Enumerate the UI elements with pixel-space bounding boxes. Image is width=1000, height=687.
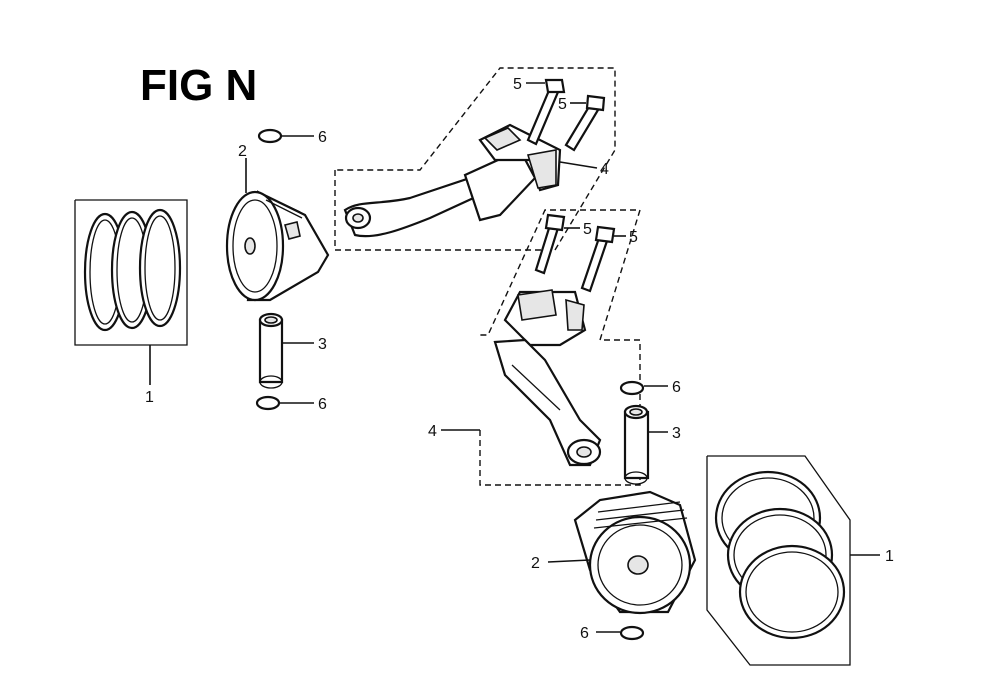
piston-pin-clip-right-top: [619, 380, 668, 396]
callout-clip-right-bottom: 6: [580, 625, 589, 642]
callout-bolt-middle-b: 5: [629, 229, 638, 246]
callout-clip-left-bottom: 6: [318, 396, 327, 413]
callout-bolt-top-a: 5: [513, 76, 522, 93]
piston-right: [547, 490, 697, 615]
rod-bolt-top-a: [526, 78, 566, 146]
callout-rod-top: 4: [600, 161, 609, 178]
figure-title: FIG N: [140, 61, 257, 110]
rod-bolt-middle-a: [534, 213, 580, 275]
piston-ring-set-right: [706, 455, 880, 666]
callout-bolt-top-b: 5: [558, 96, 567, 113]
callout-piston-right: 2: [531, 555, 540, 572]
connecting-rod-middle: [493, 289, 602, 467]
piston-pin-clip-left-top: [257, 128, 314, 144]
piston-left: [225, 158, 330, 302]
piston-pin-left: [258, 312, 314, 389]
callout-ring-set-left: 1: [145, 389, 154, 406]
rod-bolt-middle-b: [580, 225, 626, 293]
piston-pin-clip-right-bottom: [596, 625, 645, 641]
rod-bolt-top-b: [564, 94, 606, 152]
piston-pin-clip-left-bottom: [255, 395, 314, 411]
piston-pin-right: [623, 404, 668, 485]
callout-ring-set-right: 1: [885, 548, 894, 565]
piston-ring-set-left: [74, 199, 188, 385]
callout-bolt-middle-a: 5: [583, 221, 592, 238]
callout-pin-left: 3: [318, 336, 327, 353]
callout-rod-middle: 4: [428, 423, 437, 440]
callout-clip-left-top: 6: [318, 129, 327, 146]
callout-pin-right: 3: [672, 425, 681, 442]
connecting-rod-top: [343, 123, 562, 238]
callout-clip-right-top: 6: [672, 379, 681, 396]
callout-piston-left: 2: [238, 143, 247, 160]
